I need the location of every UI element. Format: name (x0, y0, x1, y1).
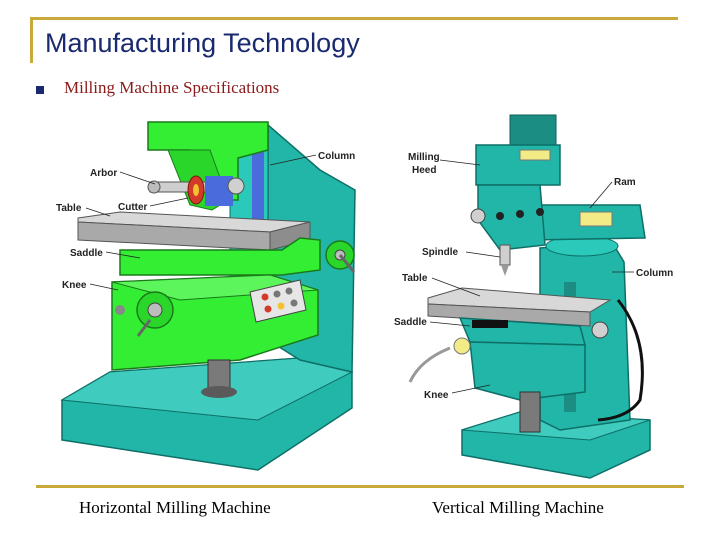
head-knob-1 (496, 212, 504, 220)
head-knob-2 (516, 210, 524, 218)
horizontal-milling-machine: Arbor Table Cutter Saddle Knee Column (56, 121, 356, 471)
panel-button-1 (261, 293, 269, 301)
knee-handwheel-hub (147, 302, 163, 318)
leader-cutter (149, 197, 189, 207)
panel-button-4 (264, 305, 272, 313)
title-frame (30, 17, 678, 63)
panel-button-3 (285, 287, 293, 295)
label-milling-head-line1: Milling (408, 152, 440, 163)
leader-column (269, 154, 317, 166)
caption-vertical: Vertical Milling Machine (432, 498, 604, 517)
elevating-screw-base (201, 386, 237, 398)
label-arbor: Arbor (90, 168, 117, 179)
head-lower (477, 184, 546, 251)
vertical-milling-machine: Milling Heed Ram Spindle Table Column Sa… (394, 114, 673, 479)
vertical-spindle (499, 244, 511, 266)
label-saddle: Saddle (70, 248, 103, 259)
elevating-screw (207, 359, 231, 391)
saddle-black-slot (472, 320, 508, 328)
head-plate (519, 149, 551, 161)
vertical-elevating-screw (519, 391, 541, 433)
panel-button-2 (273, 290, 281, 298)
knee-crank-arm (408, 346, 451, 383)
leader-vertical-table (431, 277, 481, 297)
spindle-tool (501, 265, 509, 276)
leader-vertical-saddle (429, 321, 471, 327)
power-cable (597, 299, 644, 422)
vertical-knee (469, 341, 586, 401)
caption-horizontal: Horizontal Milling Machine (79, 498, 271, 517)
leader-table (85, 207, 111, 217)
leader-milling-head (439, 159, 481, 166)
panel-button-6 (290, 299, 298, 307)
label-vertical-knee: Knee (424, 390, 449, 401)
vertical-table-side (427, 303, 591, 327)
label-spindle: Spindle (422, 247, 459, 258)
table-handwheel (591, 321, 609, 339)
leader-knee (89, 283, 119, 291)
arbor-end (147, 180, 161, 194)
cutter-hub (193, 184, 199, 196)
bullet-square-icon (36, 86, 44, 94)
horizontal-saddle (119, 237, 321, 276)
knee-lever-knob (115, 305, 125, 315)
panel-button-5 (277, 302, 285, 310)
bottom-divider (36, 485, 684, 488)
leader-vertical-knee (451, 384, 491, 394)
motor-top (509, 114, 557, 146)
leader-saddle (105, 251, 141, 259)
label-vertical-table: Table (402, 273, 428, 284)
knee-crank-wheel (453, 337, 471, 355)
label-milling-head-line2: Heed (412, 165, 436, 176)
head-knob-3 (536, 208, 544, 216)
label-knee: Knee (62, 280, 87, 291)
leader-spindle (465, 251, 501, 258)
label-table: Table (56, 203, 82, 214)
leader-arbor (119, 171, 156, 185)
slide-title: Manufacturing Technology (45, 28, 360, 58)
head-handwheel (470, 208, 486, 224)
spindle-nose (227, 177, 245, 195)
label-vertical-column: Column (636, 268, 673, 279)
saddle-crank (338, 254, 356, 273)
knee-crank (136, 319, 152, 337)
label-cutter: Cutter (118, 202, 148, 213)
ram-plate (579, 211, 613, 227)
spindle-housing (205, 176, 233, 206)
label-ram: Ram (614, 177, 636, 188)
label-column: Column (318, 151, 355, 162)
bullet-text: Milling Machine Specifications (64, 78, 280, 97)
label-vertical-saddle: Saddle (394, 317, 427, 328)
leader-ram (589, 181, 613, 209)
